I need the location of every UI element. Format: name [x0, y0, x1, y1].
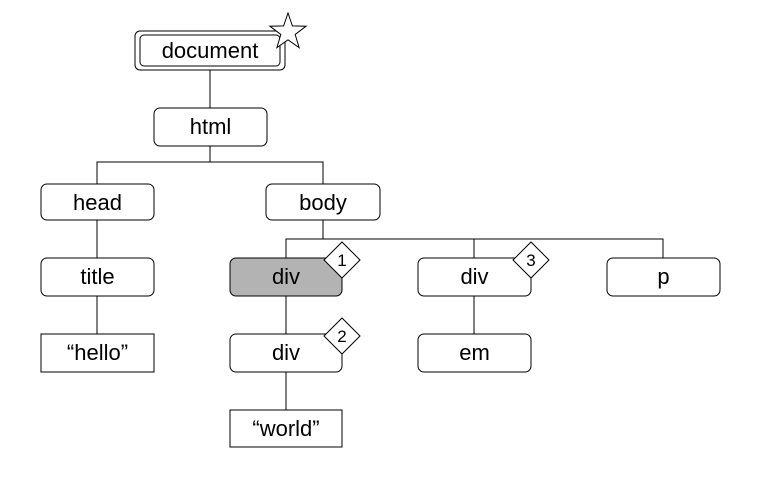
badge-3-label: 3 — [526, 251, 535, 270]
badge-1-label: 1 — [337, 251, 346, 270]
star-icon — [268, 11, 308, 49]
node-head-label: head — [73, 190, 122, 215]
badge-2: 2 — [323, 317, 361, 355]
diamond-badge-icon — [323, 241, 361, 279]
node-p-label: p — [657, 264, 669, 289]
diamond-badge-icon — [512, 241, 550, 279]
node-body-label: body — [299, 190, 347, 215]
node-html-label: html — [190, 114, 232, 139]
node-world-text-label: “world” — [252, 416, 319, 441]
node-em-label: em — [459, 340, 490, 365]
node-hello-text-label: “hello” — [67, 340, 128, 365]
node-body: body — [265, 183, 381, 221]
node-div-1: div — [229, 257, 343, 297]
node-document-label: document — [162, 38, 259, 63]
diamond-badge-icon — [323, 317, 361, 355]
node-head: head — [40, 183, 155, 221]
node-world-text: “world” — [229, 409, 343, 448]
node-p: p — [606, 257, 721, 297]
badge-3: 3 — [512, 241, 550, 279]
node-document: document — [134, 30, 286, 71]
tree-edges — [96, 70, 664, 410]
node-em: em — [417, 333, 532, 373]
node-title: title — [40, 257, 155, 297]
badge-2-label: 2 — [337, 327, 346, 346]
node-hello-text: “hello” — [40, 333, 155, 373]
node-div-2-label: div — [272, 340, 300, 365]
node-div-2: div — [229, 333, 343, 373]
edge-html-head-body-bus — [96, 161, 324, 184]
node-html: html — [153, 107, 268, 147]
node-div-3-label: div — [460, 264, 488, 289]
badge-1: 1 — [323, 241, 361, 279]
node-div-3: div — [417, 257, 532, 297]
node-title-label: title — [80, 264, 114, 289]
node-div-1-label: div — [272, 264, 300, 289]
